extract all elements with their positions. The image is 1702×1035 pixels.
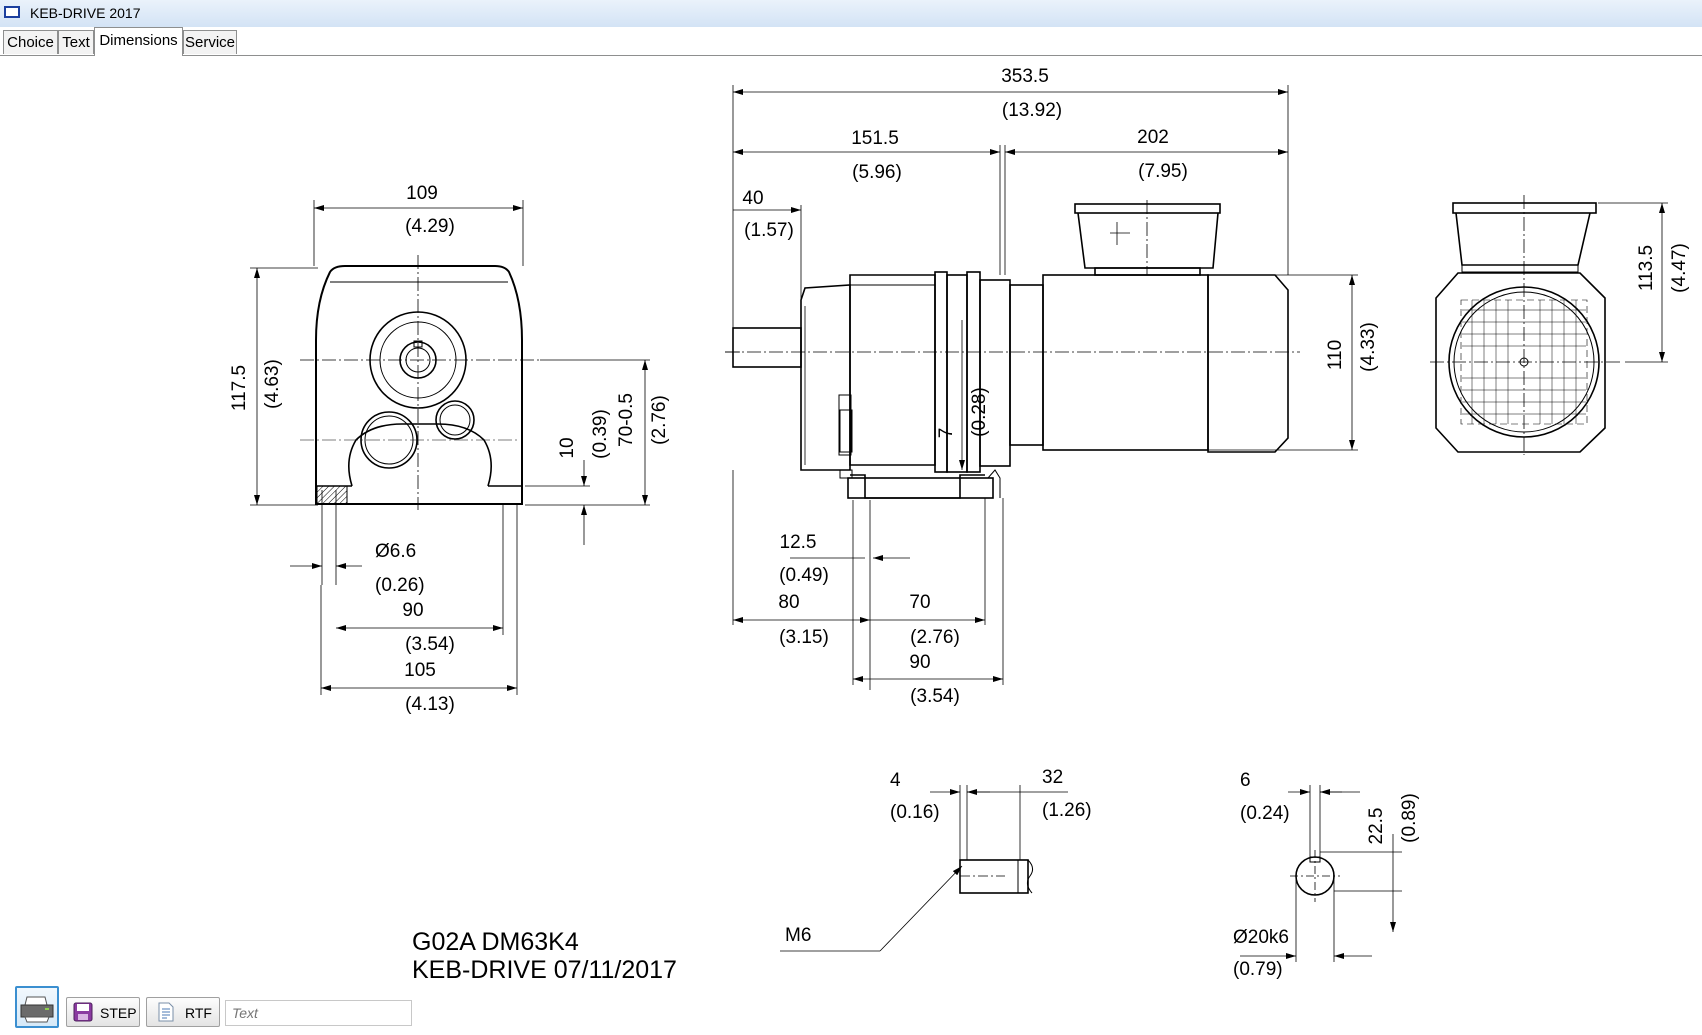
label-front-outer-in: (4.13) <box>405 694 455 715</box>
title-block: G02A DM63K4 KEB-DRIVE 07/11/2017 <box>412 928 677 984</box>
side-view <box>725 200 1300 499</box>
label-detail1-a-in: (0.16) <box>890 802 940 823</box>
print-button[interactable] <box>15 986 59 1028</box>
bottom-toolbar: STEP RTF <box>0 981 1702 1035</box>
step-button-label: STEP <box>100 1005 137 1021</box>
label-side-b-mm: 70 <box>909 592 930 613</box>
detail-key-dims <box>1240 785 1402 962</box>
rtf-button-label: RTF <box>185 1005 212 1021</box>
label-side-shaft-in: (1.57) <box>744 220 794 241</box>
label-side-shaft-mm: 40 <box>742 188 763 209</box>
tab-choice[interactable]: Choice <box>3 30 58 54</box>
label-detail2-b-in: (0.89) <box>1399 793 1420 843</box>
step-export-button[interactable]: STEP <box>66 997 140 1027</box>
end-labels: 113.5 (4.47) <box>1636 243 1690 293</box>
label-front-base-in: (0.39) <box>590 409 611 459</box>
detail-thread-labels: 4 (0.16) 32 (1.26) M6 <box>785 767 1092 946</box>
label-front-outer-mm: 105 <box>404 660 436 681</box>
label-side-a-mm: 80 <box>778 592 799 613</box>
label-front-shaft-mm: 70-0.5 <box>616 393 637 447</box>
detail-thread-dims <box>780 785 1068 952</box>
label-front-base-mm: 10 <box>557 437 578 458</box>
label-front-inner-in: (3.54) <box>405 634 455 655</box>
app-window-icon <box>4 6 20 18</box>
label-side-motor-mm: 202 <box>1137 127 1169 148</box>
label-side-c-mm: 90 <box>909 652 930 673</box>
side-labels: 353.5 (13.92) 151.5 (5.96) 202 (7.95) 40… <box>742 66 1379 707</box>
label-front-height-mm: 117.5 <box>229 365 250 411</box>
tab-bar: Choice Text Dimensions Service <box>0 27 1702 56</box>
label-detail2-a-mm: 6 <box>1240 770 1251 791</box>
window-title: KEB-DRIVE 2017 <box>30 5 141 21</box>
drawing-date-line: KEB-DRIVE 07/11/2017 <box>412 956 677 981</box>
label-side-dia-in: (4.33) <box>1358 322 1379 372</box>
label-side-offset-mm: 12.5 <box>780 532 817 553</box>
label-side-a-in: (3.15) <box>779 627 829 648</box>
front-view <box>300 255 540 510</box>
save-disk-icon <box>73 1002 93 1022</box>
label-side-total-mm: 353.5 <box>1001 66 1049 87</box>
detail-key-labels: 6 (0.24) 22.5 (0.89) Ø20k6 (0.79) <box>1233 770 1420 980</box>
label-detail2-d-in: (0.79) <box>1233 959 1283 980</box>
label-front-height-in: (4.63) <box>262 359 283 409</box>
label-detail2-a-in: (0.24) <box>1240 803 1290 824</box>
label-front-width-in: (4.29) <box>405 216 455 237</box>
end-dimensions <box>1598 202 1668 363</box>
detail-thread <box>959 859 1034 894</box>
label-front-hole-in: (0.26) <box>375 575 425 596</box>
label-front-shaft-in: (2.76) <box>649 395 670 445</box>
rtf-export-button[interactable]: RTF <box>146 997 220 1027</box>
label-detail1-b-mm: 32 <box>1042 767 1063 788</box>
front-labels: 109 (4.29) 117.5 (4.63) 10 (0.39) 70-0.5… <box>229 183 670 715</box>
label-front-width-mm: 109 <box>406 183 438 204</box>
label-side-gear-in: (5.96) <box>852 162 902 183</box>
label-side-c-in: (3.54) <box>910 686 960 707</box>
label-end-h-in: (4.47) <box>1669 243 1690 293</box>
label-side-foot-mm: 7 <box>936 428 957 439</box>
label-front-hole-mm: Ø6.6 <box>375 541 416 562</box>
label-front-inner-mm: 90 <box>402 600 423 621</box>
rtf-document-icon <box>158 1002 174 1022</box>
label-side-motor-in: (7.95) <box>1138 161 1188 182</box>
label-side-dia-mm: 110 <box>1325 340 1346 370</box>
detail-key <box>1290 850 1340 902</box>
label-end-h-mm: 113.5 <box>1636 245 1657 291</box>
label-side-b-in: (2.76) <box>910 627 960 648</box>
end-view <box>1430 195 1620 455</box>
tab-text[interactable]: Text <box>58 30 94 54</box>
printer-icon <box>20 996 54 1023</box>
tab-service[interactable]: Service <box>183 30 237 54</box>
dimension-drawing: 109 (4.29) 117.5 (4.63) 10 (0.39) 70-0.5… <box>0 56 1702 984</box>
label-side-gear-mm: 151.5 <box>851 128 899 149</box>
label-side-offset-in: (0.49) <box>779 565 829 586</box>
label-detail2-b-mm: 22.5 <box>1366 808 1387 845</box>
label-detail1-a-mm: 4 <box>890 770 901 791</box>
label-side-foot-in: (0.28) <box>969 387 990 437</box>
text-input[interactable] <box>225 1000 412 1026</box>
drawing-model-line: G02A DM63K4 <box>412 928 579 956</box>
label-detail2-d-mm: Ø20k6 <box>1233 927 1289 948</box>
label-side-total-in: (13.92) <box>1002 100 1062 121</box>
label-detail1-thread: M6 <box>785 925 811 946</box>
tab-dimensions[interactable]: Dimensions <box>94 27 183 56</box>
side-dimensions <box>732 85 1358 690</box>
drawing-svg: 109 (4.29) 117.5 (4.63) 10 (0.39) 70-0.5… <box>229 66 1690 984</box>
title-bar: KEB-DRIVE 2017 <box>0 0 1702 28</box>
label-detail1-b-in: (1.26) <box>1042 800 1092 821</box>
front-dimensions <box>250 200 650 695</box>
